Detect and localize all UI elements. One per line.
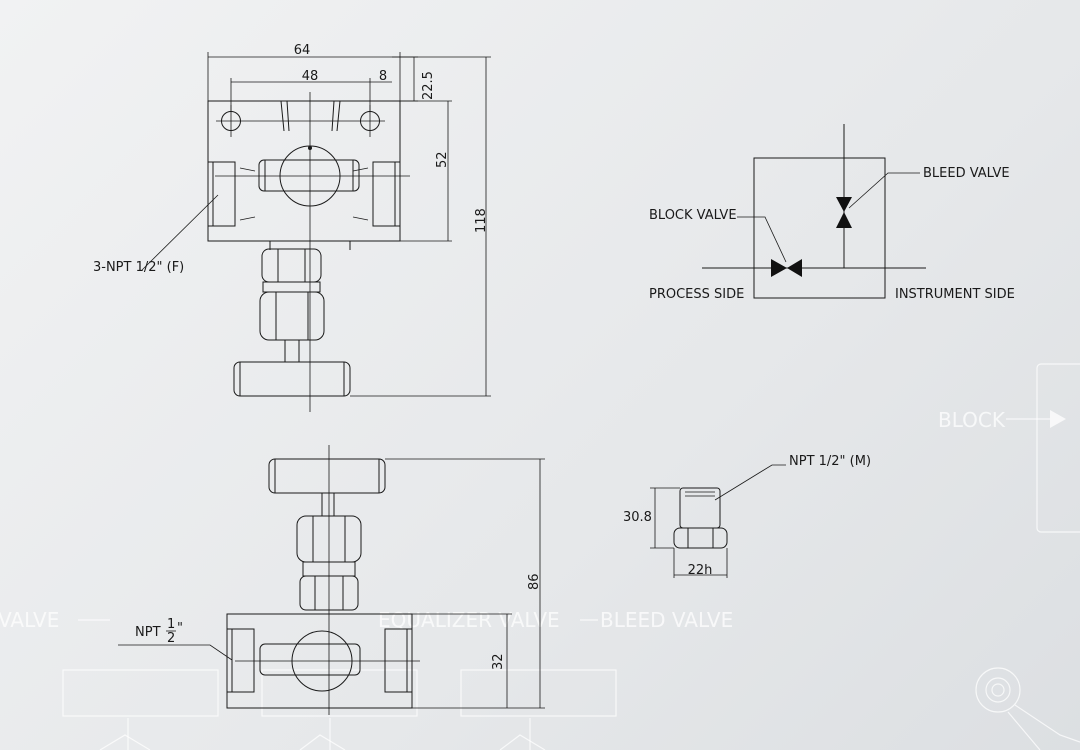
hex-nut-lower xyxy=(259,291,325,341)
front-port-left xyxy=(227,628,255,693)
front-hex-upper-flats xyxy=(312,516,346,562)
dim-22h-lines xyxy=(673,548,728,578)
front-dim-body-height: 32 xyxy=(491,653,506,670)
dim-64-lines xyxy=(207,52,401,101)
watermark-bleed-label: BLEED VALVE xyxy=(600,608,733,632)
watermark-block-box xyxy=(1036,363,1080,533)
watermark-box-1 xyxy=(62,669,219,717)
fitting-thread xyxy=(679,487,721,529)
dim-48-lines xyxy=(230,78,392,112)
watermark-block-label: BLOCK xyxy=(938,408,1006,432)
fitting-thread-lines xyxy=(685,491,715,497)
watermark-equalizer-label: EQUALIZER VALVE xyxy=(378,608,560,632)
dim-32-lines xyxy=(412,613,512,708)
top-view: 64 48 8 22.5 52 118 3-NPT 1/2" (F) xyxy=(93,43,491,412)
dim-total-height: 118 xyxy=(474,208,489,233)
fitting-hex xyxy=(673,527,728,549)
hex-nut-lower-flats xyxy=(275,292,309,340)
fitting-dim-hex: 22h xyxy=(688,563,713,578)
fitting-view: 30.8 22h NPT 1/2" (M) xyxy=(623,454,871,578)
front-handle-ends xyxy=(274,459,380,493)
front-stem xyxy=(321,493,335,516)
watermark-box-2 xyxy=(261,669,418,717)
port-right xyxy=(372,161,400,227)
front-dim-total-height: 86 xyxy=(527,573,542,590)
schematic-diagram: BLOCK VALVE BLEED VALVE PROCESS SIDE INS… xyxy=(649,124,1015,302)
process-side-label: PROCESS SIDE xyxy=(649,287,744,302)
fitting-dim-height: 30.8 xyxy=(623,510,652,525)
lower-handle xyxy=(233,361,351,397)
dim-118-lines xyxy=(350,56,491,397)
watermark-arrows xyxy=(99,734,546,750)
watermark-gauge-lines xyxy=(1007,704,1080,750)
hex-nut-upper xyxy=(261,248,322,283)
fitting-leader xyxy=(714,464,786,501)
front-port-leader xyxy=(118,644,233,661)
front-port-fraction-num: 1 xyxy=(167,617,175,632)
center-handle xyxy=(258,159,360,192)
block-valve-symbol xyxy=(771,259,802,277)
lower-handle-ends xyxy=(239,362,345,396)
dim-overall-width: 64 xyxy=(294,43,311,58)
watermark-gauge-outer xyxy=(975,667,1021,713)
dim-edge-offset: 8 xyxy=(379,69,387,84)
schematic-box xyxy=(753,157,886,299)
front-port-fraction-suffix: " xyxy=(177,621,183,636)
top-recess xyxy=(280,100,341,132)
port-details xyxy=(239,167,369,221)
block-valve-label: BLOCK VALVE xyxy=(649,208,737,223)
front-port-right xyxy=(384,628,412,693)
hex-nut-upper-flats xyxy=(277,249,306,282)
front-hex-lower-flats xyxy=(314,576,344,610)
watermark-box-3 xyxy=(460,669,617,717)
watermark-gauge-inner xyxy=(985,677,1011,703)
front-port-fraction-den: 2 xyxy=(167,631,175,646)
watermark-layer: BLOCK VALVE EQUALIZER VALVE BLEED VALVE xyxy=(0,363,1080,750)
port-left xyxy=(208,161,236,227)
front-handle xyxy=(268,458,386,494)
front-center-handle xyxy=(259,643,361,676)
instrument-side-label: INSTRUMENT SIDE xyxy=(895,287,1015,302)
bleed-valve-symbol xyxy=(836,197,852,228)
watermark-gauge-core xyxy=(991,683,1005,697)
dim-body-height: 52 xyxy=(435,151,450,168)
bleed-valve-label: BLEED VALVE xyxy=(923,166,1010,181)
port-leader xyxy=(141,194,219,271)
block-valve-leader xyxy=(737,216,787,263)
dim-top-offset: 22.5 xyxy=(421,71,436,100)
stem xyxy=(284,340,300,362)
dim-22-5-lines xyxy=(392,56,418,102)
top-view-body xyxy=(207,100,401,242)
fitting-callout: NPT 1/2" (M) xyxy=(789,454,871,469)
dim-52-lines xyxy=(400,100,452,242)
dim-hole-spacing: 48 xyxy=(302,69,319,84)
front-port-prefix: NPT xyxy=(135,625,161,640)
fitting-hex-flats xyxy=(687,528,714,548)
front-view: 86 32 NPT 1 2 " xyxy=(118,445,545,715)
watermark-valve-label: VALVE xyxy=(0,608,59,632)
bleed-valve-leader xyxy=(848,172,920,209)
dim-86-lines xyxy=(385,458,545,709)
port-callout: 3-NPT 1/2" (F) xyxy=(93,260,184,275)
nut-collar xyxy=(262,281,321,293)
dim-30-8-lines xyxy=(650,487,680,549)
watermark-valve-symbol xyxy=(1050,410,1066,428)
